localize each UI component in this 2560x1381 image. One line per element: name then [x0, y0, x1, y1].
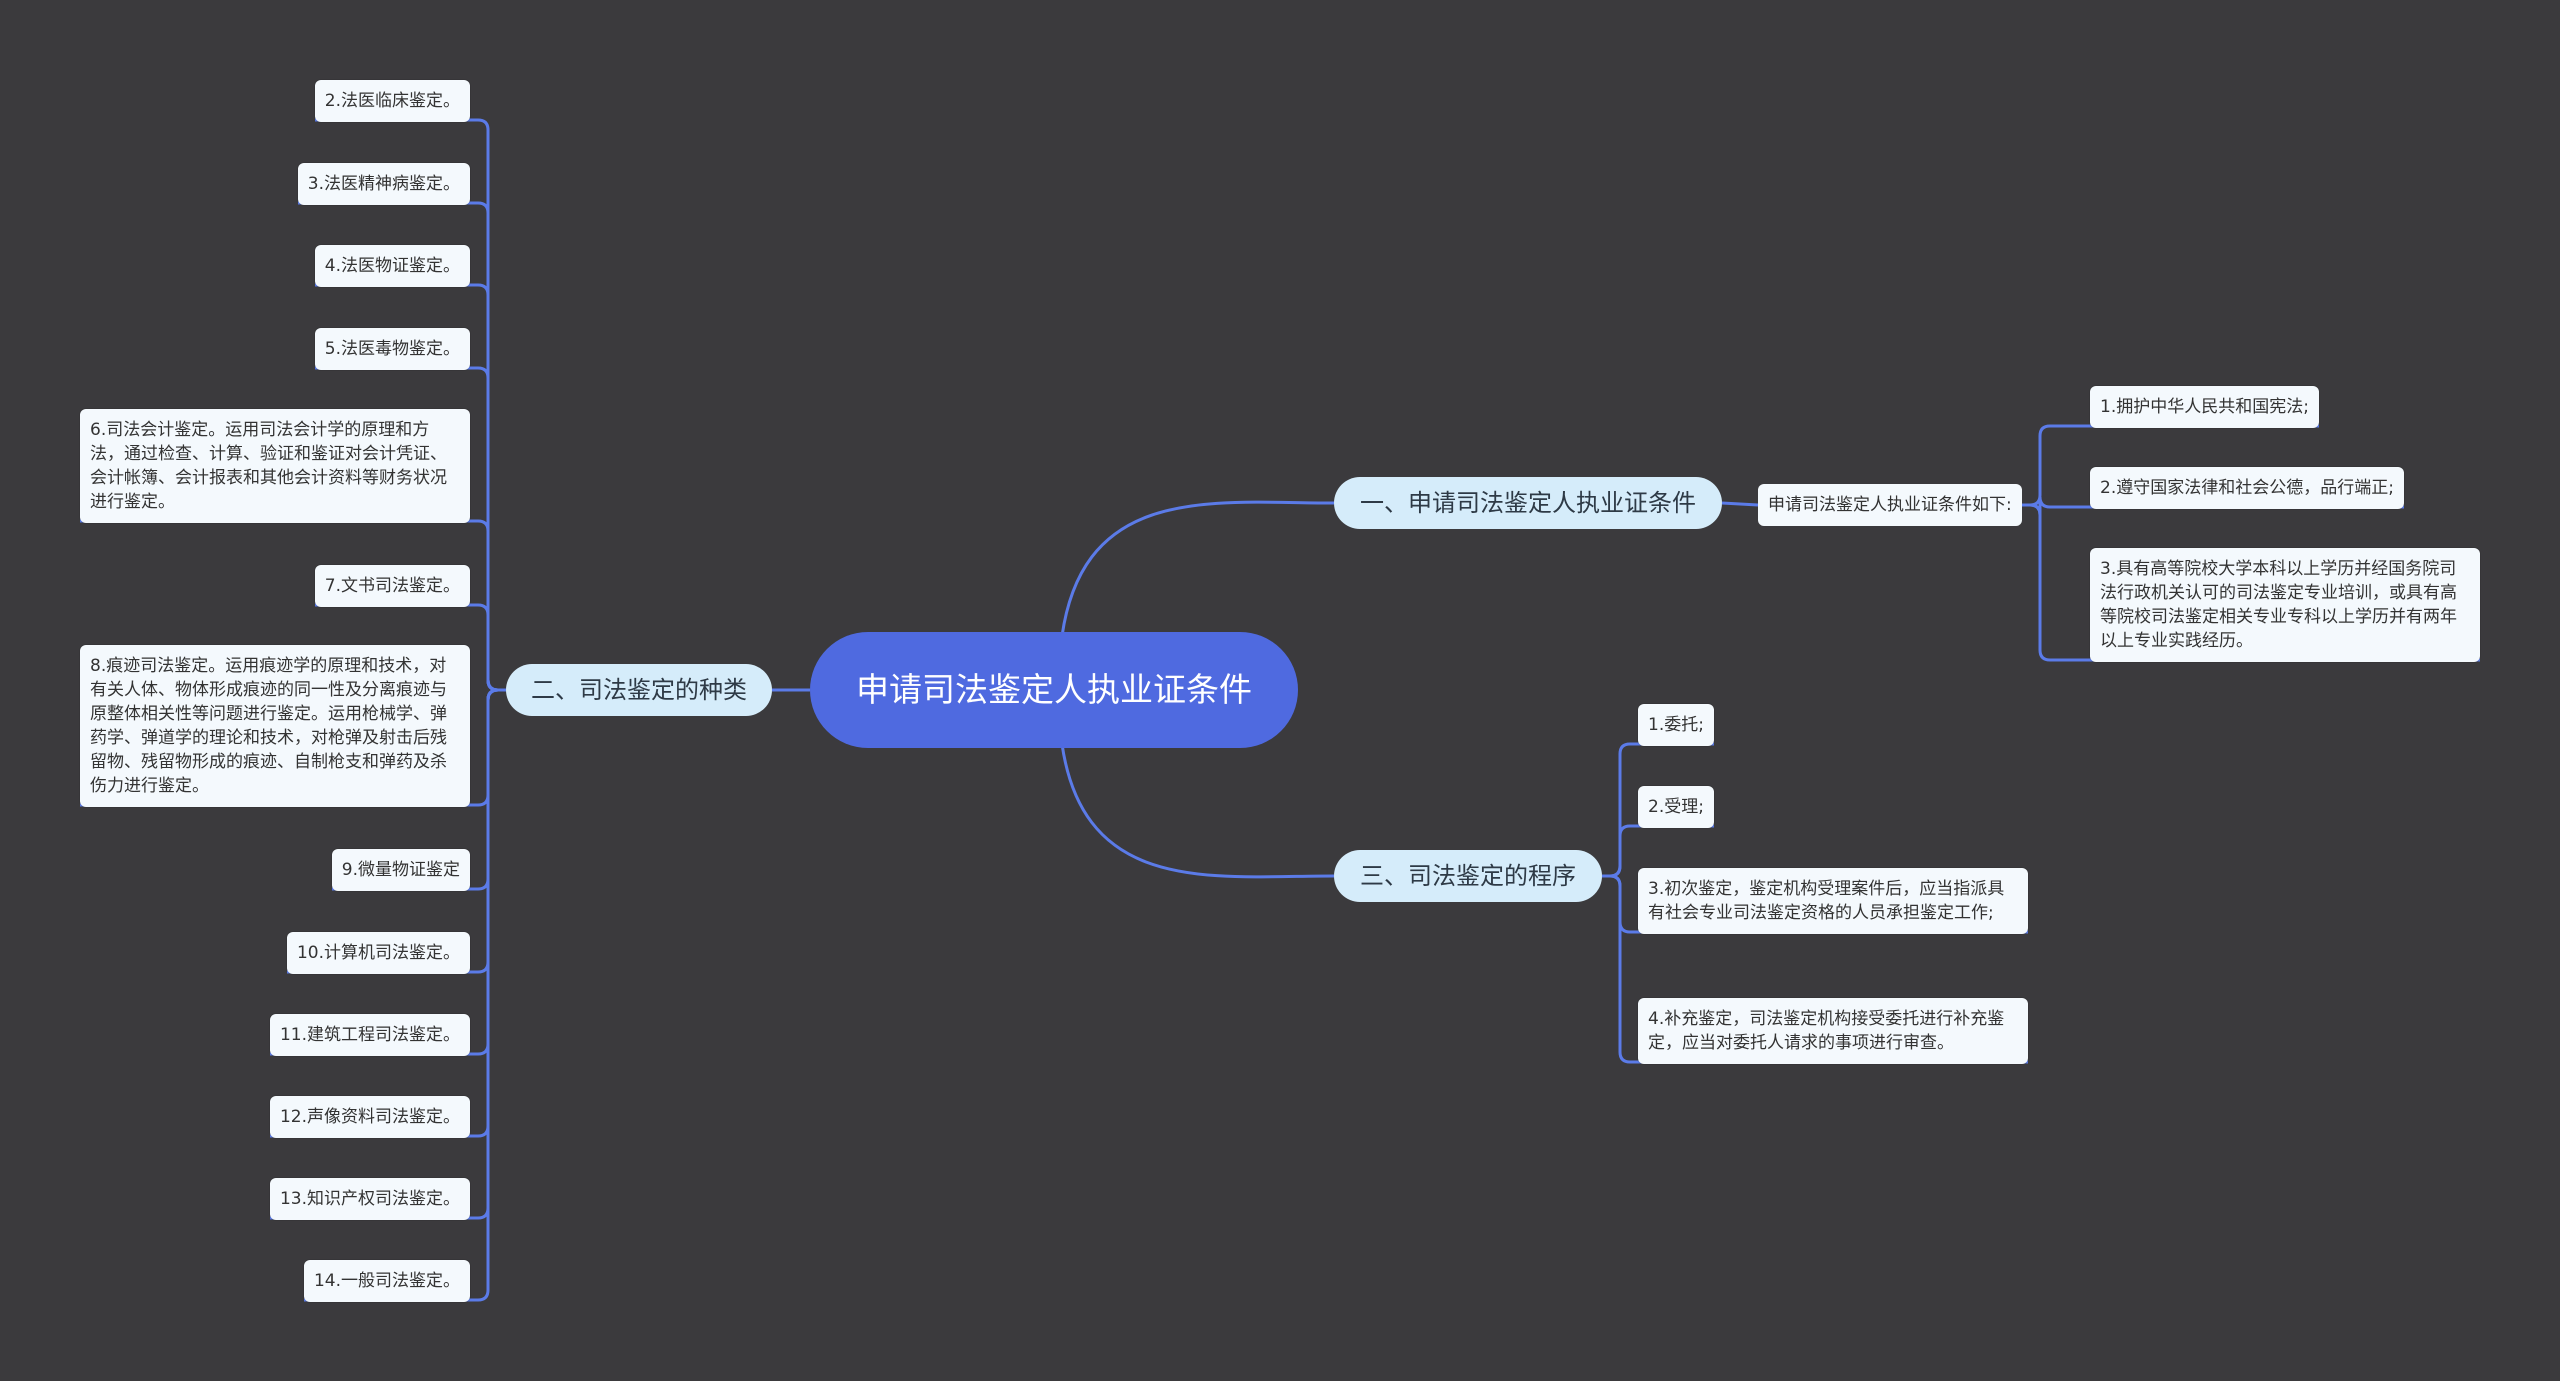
type-item[interactable]: 6.司法会计鉴定。运用司法会计学的原理和方法，通过检查、计算、验证和鉴证对会计凭…	[80, 409, 470, 523]
type-item[interactable]: 8.痕迹司法鉴定。运用痕迹学的原理和技术，对有关人体、物体形成痕迹的同一性及分离…	[80, 645, 470, 807]
procedure-item-label: 4.补充鉴定，司法鉴定机构接受委托进行补充鉴定，应当对委托人请求的事项进行审查。	[1648, 1009, 2005, 1053]
type-item[interactable]: 4.法医物证鉴定。	[314, 245, 470, 287]
condition-item-2-label: 2.遵守国家法律和社会公德，品行端正;	[2100, 478, 2394, 498]
type-item-label: 14.一般司法鉴定。	[313, 1271, 460, 1291]
connector-line	[1060, 500, 1335, 637]
connector-line	[1721, 501, 1759, 507]
procedure-item-label: 2.受理;	[1648, 797, 1704, 817]
type-item-label: 13.知识产权司法鉴定。	[279, 1189, 460, 1209]
conditions-intro[interactable]: 申请司法鉴定人执业证条件如下:	[1758, 484, 2022, 526]
procedure-item[interactable]: 3.初次鉴定，鉴定机构受理案件后，应当指派具有社会专业司法鉴定资格的人员承担鉴定…	[1638, 868, 2028, 934]
type-item[interactable]: 11.建筑工程司法鉴定。	[269, 1014, 470, 1056]
type-item-label: 12.声像资料司法鉴定。	[279, 1107, 460, 1127]
type-item-label: 2.法医临床鉴定。	[324, 91, 460, 111]
type-item[interactable]: 7.文书司法鉴定。	[314, 565, 470, 607]
procedure-item[interactable]: 1.委托;	[1638, 704, 1714, 746]
type-item-label: 6.司法会计鉴定。运用司法会计学的原理和方法，通过检查、计算、验证和鉴证对会计凭…	[90, 420, 447, 512]
condition-item-3[interactable]: 3.具有高等院校大学本科以上学历并经国务院司法行政机关认可的司法鉴定专业培训，或…	[2090, 548, 2480, 662]
connector-line	[304, 688, 506, 1302]
type-item[interactable]: 13.知识产权司法鉴定。	[269, 1178, 470, 1220]
condition-item-2[interactable]: 2.遵守国家法律和社会公德，品行端正;	[2090, 467, 2404, 509]
branch-types-label: 二、司法鉴定的种类	[531, 676, 747, 704]
connector-line	[2022, 503, 2480, 662]
type-item[interactable]: 5.法医毒物鉴定。	[314, 328, 470, 370]
condition-item-3-label: 3.具有高等院校大学本科以上学历并经国务院司法行政机关认可的司法鉴定专业培训，或…	[2100, 559, 2457, 651]
root-topic-label: 申请司法鉴定人执业证条件	[856, 670, 1252, 709]
type-item-label: 10.计算机司法鉴定。	[296, 943, 460, 963]
type-item-label: 11.建筑工程司法鉴定。	[279, 1025, 460, 1045]
type-item[interactable]: 14.一般司法鉴定。	[303, 1260, 470, 1302]
type-item-label: 3.法医精神病鉴定。	[307, 174, 460, 194]
branch-procedure[interactable]: 三、司法鉴定的程序	[1334, 850, 1602, 902]
procedure-item-label: 3.初次鉴定，鉴定机构受理案件后，应当指派具有社会专业司法鉴定资格的人员承担鉴定…	[1648, 879, 2005, 923]
branch-conditions[interactable]: 一、申请司法鉴定人执业证条件	[1334, 477, 1722, 529]
conditions-intro-label: 申请司法鉴定人执业证条件如下:	[1768, 495, 2012, 515]
branch-conditions-label: 一、申请司法鉴定人执业证条件	[1360, 489, 1696, 517]
procedure-item-label: 1.委托;	[1648, 715, 1704, 735]
condition-item-1[interactable]: 1.拥护中华人民共和国宪法;	[2090, 386, 2319, 428]
type-item-label: 4.法医物证鉴定。	[324, 256, 460, 276]
type-item-label: 9.微量物证鉴定	[341, 860, 460, 880]
type-item[interactable]: 10.计算机司法鉴定。	[286, 932, 470, 974]
connector-line	[1060, 743, 1335, 879]
procedure-item[interactable]: 2.受理;	[1638, 786, 1714, 828]
type-item-label: 8.痕迹司法鉴定。运用痕迹学的原理和技术，对有关人体、物体形成痕迹的同一性及分离…	[90, 656, 447, 796]
type-item-label: 5.法医毒物鉴定。	[324, 339, 460, 359]
connector-line	[1602, 874, 2028, 1064]
root-topic[interactable]: 申请司法鉴定人执业证条件	[810, 632, 1298, 748]
branch-types[interactable]: 二、司法鉴定的种类	[506, 664, 772, 716]
branch-procedure-label: 三、司法鉴定的程序	[1360, 862, 1576, 890]
procedure-item[interactable]: 4.补充鉴定，司法鉴定机构接受委托进行补充鉴定，应当对委托人请求的事项进行审查。	[1638, 998, 2028, 1064]
type-item[interactable]: 9.微量物证鉴定	[331, 849, 470, 891]
type-item[interactable]: 2.法医临床鉴定。	[314, 80, 470, 122]
condition-item-1-label: 1.拥护中华人民共和国宪法;	[2100, 397, 2309, 417]
type-item[interactable]: 3.法医精神病鉴定。	[297, 163, 470, 205]
type-item-label: 7.文书司法鉴定。	[324, 576, 460, 596]
type-item[interactable]: 12.声像资料司法鉴定。	[269, 1096, 470, 1138]
